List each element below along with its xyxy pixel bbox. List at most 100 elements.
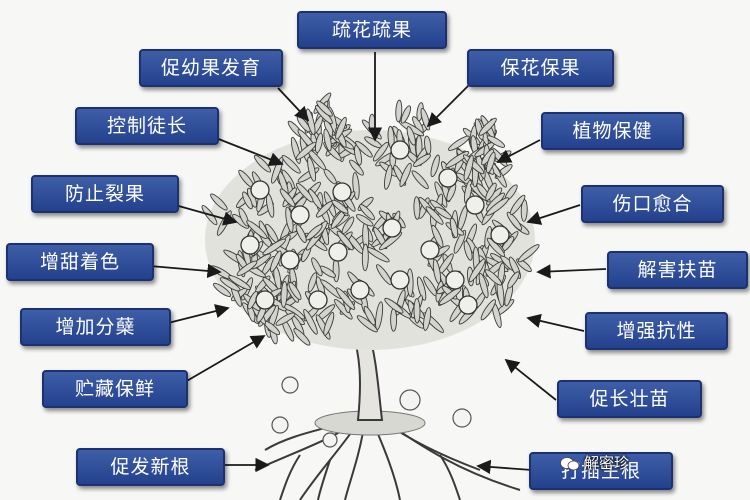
- leaf: [307, 272, 318, 293]
- leaf: [219, 277, 241, 292]
- leaf: [363, 305, 376, 326]
- leaf: [517, 244, 540, 263]
- leaf: [288, 282, 302, 300]
- leaf: [361, 243, 369, 272]
- leaf: [242, 191, 253, 210]
- label-cutting-rooting: 打插生根: [529, 452, 673, 490]
- arrow-r5: [526, 313, 585, 332]
- leaf: [323, 128, 332, 152]
- label-increase-tillering: 增加分蘖: [20, 308, 171, 346]
- watermark: 解密珍: [560, 452, 750, 478]
- arrow-l3: [174, 204, 238, 226]
- leaf: [478, 117, 497, 136]
- leaf: [486, 135, 506, 148]
- leaf: [213, 282, 232, 297]
- leaf: [314, 132, 324, 154]
- leaf: [423, 307, 432, 331]
- leaf: [507, 271, 520, 289]
- leaf: [509, 194, 526, 216]
- label-relieve-damage: 解害扶苗: [607, 251, 748, 289]
- label-protect-flowers-fruits: 保花保果: [467, 49, 614, 87]
- leaf: [406, 126, 416, 146]
- leaf: [349, 159, 364, 176]
- leaf: [210, 193, 228, 211]
- leaf: [246, 220, 268, 240]
- arrow-r3: [526, 204, 581, 225]
- leaf: [323, 312, 335, 336]
- arrow-r2: [496, 139, 541, 163]
- leaf: [316, 100, 333, 117]
- ground-bubbles: [271, 376, 472, 448]
- leaf: [238, 207, 249, 227]
- leaf: [486, 197, 510, 216]
- leaf: [269, 250, 282, 273]
- leaf: [480, 299, 496, 321]
- leaf: [295, 182, 314, 203]
- arrow-l1: [277, 87, 310, 122]
- leaf: [411, 170, 429, 190]
- label-strong-seedlings: 促长壮苗: [557, 380, 702, 418]
- label-thin-flowers-fruits: 疏花疏果: [297, 11, 447, 49]
- leaf: [413, 298, 421, 324]
- leaf: [293, 328, 311, 346]
- leaf: [486, 237, 505, 257]
- leaf: [376, 264, 393, 286]
- leaf: [303, 308, 318, 335]
- leaf: [355, 214, 374, 227]
- leaf: [332, 257, 340, 283]
- leaf: [295, 224, 307, 243]
- leaf: [468, 258, 486, 283]
- arrow-l6: [184, 335, 266, 383]
- arrow-l2: [215, 137, 284, 167]
- tree-canopy: [201, 92, 540, 350]
- arrow-r1: [426, 83, 471, 128]
- annotation-arrows: [149, 52, 607, 475]
- label-promote-young-fruit: 促幼果发育: [139, 49, 283, 87]
- leaf: [253, 154, 272, 173]
- leaf: [383, 164, 393, 190]
- leaf: [478, 273, 489, 299]
- label-prevent-cracking: 防止裂果: [31, 175, 179, 213]
- leaf: [416, 276, 427, 301]
- leaf: [335, 116, 347, 140]
- leaf: [463, 240, 473, 261]
- leaf: [247, 290, 259, 310]
- leaf: [463, 154, 474, 181]
- leaf: [485, 151, 496, 174]
- leaf: [279, 188, 296, 208]
- leaf: [425, 206, 444, 225]
- label-wound-healing: 伤口愈合: [581, 185, 724, 223]
- leaf: [449, 217, 459, 239]
- leaf: [331, 199, 349, 214]
- tree-fruits: [240, 140, 510, 315]
- leaf: [395, 99, 403, 123]
- leaf: [412, 153, 431, 168]
- leaf: [307, 156, 317, 182]
- leaf: [236, 260, 258, 277]
- watermark-text: 解密珍: [584, 454, 630, 472]
- leaf: [484, 269, 503, 286]
- leaf: [335, 287, 356, 310]
- label-promote-new-roots: 促发新根: [76, 448, 225, 486]
- leaf: [275, 312, 296, 326]
- leaf: [485, 182, 497, 201]
- leaf: [372, 141, 389, 162]
- label-plant-health: 植物保健: [541, 112, 684, 150]
- leaf: [400, 105, 412, 124]
- leaf: [453, 229, 467, 254]
- label-sweeten-color: 增甜着色: [6, 243, 154, 281]
- leaf: [355, 140, 373, 158]
- leaf: [262, 238, 286, 256]
- arrow-l4: [149, 263, 222, 279]
- arrow-r7: [476, 459, 533, 475]
- label-storage-preservation: 贮藏保鲜: [42, 370, 188, 408]
- leaf: [311, 257, 323, 277]
- arrow-r4: [536, 264, 607, 279]
- leaf: [356, 315, 378, 333]
- leaf: [438, 287, 462, 306]
- wechat-icon: [560, 456, 580, 470]
- leaf: [430, 154, 440, 178]
- leaf: [506, 211, 523, 231]
